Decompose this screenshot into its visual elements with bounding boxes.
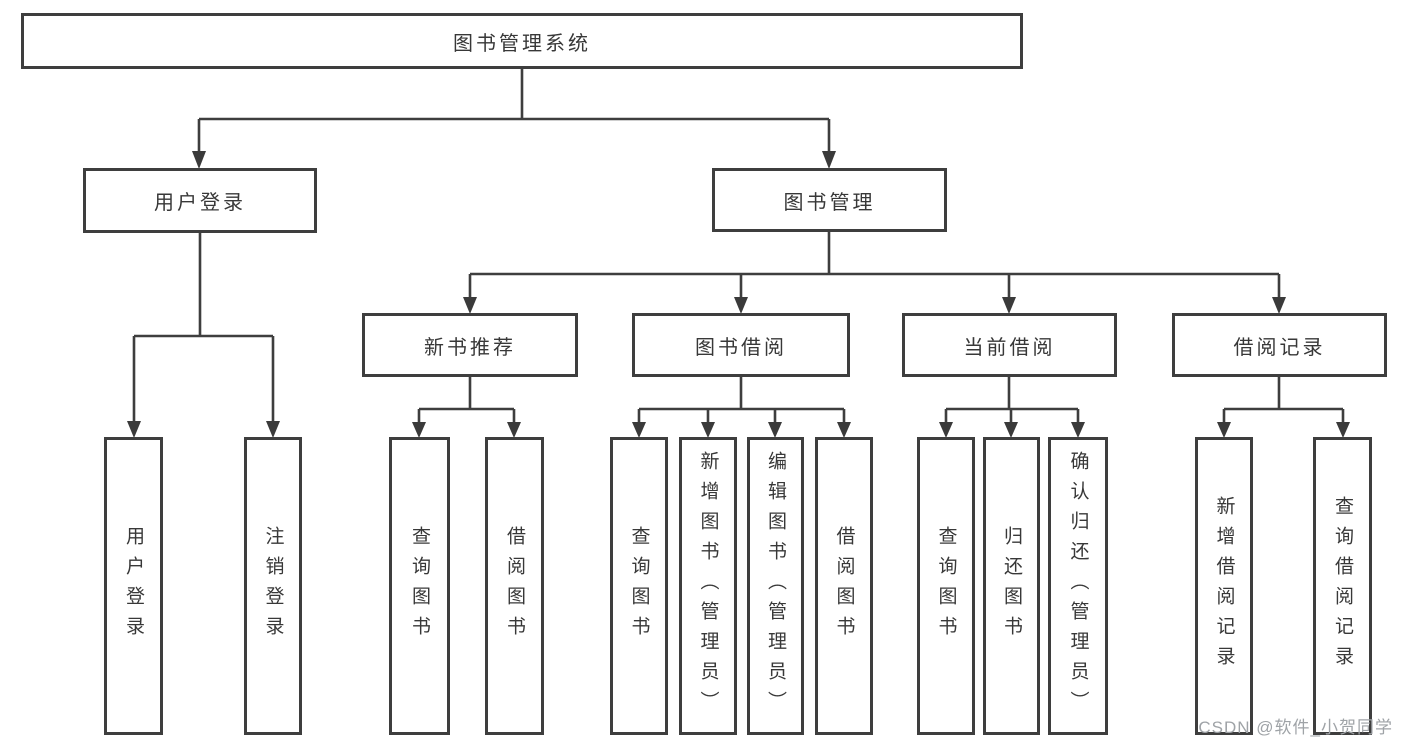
node-label: 用户登录 [154,192,246,214]
leaf-borrow-books-2: 借阅图书 [815,437,873,735]
leaf-logout: 注销登录 [244,437,302,735]
node-label: 归还图书 [1001,526,1022,646]
arrowhead [412,422,426,438]
node-label: 查询图书 [409,526,430,646]
csdn-watermark: CSDN @软件_小贺同学 [1198,718,1393,737]
arrowhead [701,422,715,438]
node-label: 新增图书（管理员） [697,451,719,721]
arrowhead [1217,422,1231,438]
connector-line [944,377,1080,423]
arrowhead [192,151,206,169]
arrowhead [822,151,836,169]
node-label: 当前借阅 [963,336,1056,359]
arrowhead [266,421,280,438]
connector-book-borrow-to-leaves [632,377,851,438]
arrowhead [768,422,782,438]
connector-line [1222,377,1345,423]
node-label: 确认归还（管理员） [1067,451,1089,721]
node-label: 注销登录 [262,526,284,646]
arrowhead [1336,422,1350,438]
node-current-borrow: 当前借阅 [902,313,1117,377]
arrowhead [734,297,748,314]
node-label: 查询借阅记录 [1332,496,1353,676]
leaf-add-book-admin: 新增图书（管理员） [679,437,737,735]
node-label: 图书借阅 [695,336,787,359]
leaf-borrow-books-1: 借阅图书 [485,437,544,735]
connector-line [417,377,516,423]
node-borrow-records: 借阅记录 [1172,313,1387,377]
leaf-query-books-3: 查询图书 [917,437,975,735]
connector-current-borrow-to-leaves [939,377,1085,438]
node-label: 图书管理 [783,191,876,214]
leaf-query-borrow-record: 查询借阅记录 [1313,437,1372,735]
leaf-user-login: 用户登录 [104,437,163,735]
arrowhead [463,297,477,314]
connector-root-to-level2 [192,69,836,169]
node-root: 图书管理系统 [21,13,1023,69]
connector-book-management-to-level3 [463,232,1286,314]
leaf-add-borrow-record: 新增借阅记录 [1195,437,1253,735]
arrowhead [1071,422,1085,438]
arrowhead [837,422,851,438]
node-label: 编辑图书（管理员） [765,451,786,721]
node-new-book-recommend: 新书推荐 [362,313,578,377]
node-label: 新书推荐 [424,336,516,359]
arrowhead [1002,297,1016,314]
leaf-return-book: 归还图书 [983,437,1040,735]
leaf-confirm-return-admin: 确认归还（管理员） [1048,437,1108,735]
node-label: 借阅记录 [1233,336,1326,359]
node-label: 用户登录 [123,526,144,646]
node-label: 图书管理系统 [453,32,591,55]
node-label: 新增借阅记录 [1213,496,1235,676]
connector-borrow-records-to-leaves [1217,377,1350,438]
connector-user-login-to-leaves [127,233,280,438]
arrowhead [127,421,141,438]
node-label: 借阅图书 [833,526,855,646]
connector-line [637,377,846,423]
leaf-query-books-1: 查询图书 [389,437,450,735]
arrowhead [939,422,953,438]
node-book-management: 图书管理 [712,168,947,232]
node-label: 借阅图书 [504,526,525,646]
arrowhead [507,422,521,438]
connector-line [197,69,831,152]
connector-line [468,232,1281,298]
node-label: 查询图书 [935,526,957,646]
arrowhead [1004,422,1018,438]
connector-line [132,233,275,422]
node-book-borrow: 图书借阅 [632,313,850,377]
node-user-login: 用户登录 [83,168,317,233]
node-label: 查询图书 [628,526,650,646]
leaf-edit-book-admin: 编辑图书（管理员） [747,437,804,735]
connector-new-book-recommend-to-leaves [412,377,521,438]
arrowhead [1272,297,1286,314]
leaf-query-books-2: 查询图书 [610,437,668,735]
arrowhead [632,422,646,438]
